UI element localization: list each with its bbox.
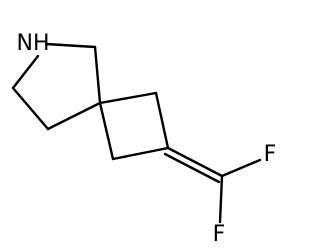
bond-cyclobutane-upper-to-alkene-carbon — [154, 91, 170, 150]
fluorine-lower-label: F — [213, 222, 226, 247]
bond-ch2-lower-to-spiro — [46, 101, 102, 131]
double-bond-line-2 — [163, 152, 221, 184]
bond-spiro-to-cyclobutane-lower — [98, 101, 115, 161]
bond-spiro-to-cyclobutane-upper — [98, 91, 158, 105]
double-bond-line-1 — [166, 146, 224, 178]
bond-cyclobutane-lower-to-alkene-carbon — [111, 146, 170, 161]
bond-ch2-left-to-ch2-lower — [11, 86, 50, 131]
nitrogen-label: NH — [17, 31, 50, 56]
bond-cf2-to-lower-fluorine — [218, 174, 224, 224]
bond-n-to-ch2-left — [11, 54, 40, 90]
molecule-structure-diagram: NH F F — [11, 31, 277, 247]
bond-n-to-ch2-right — [44, 42, 97, 49]
bond-cf2-to-upper-fluorine — [220, 158, 262, 178]
bond-ch2-right-to-spiro — [93, 45, 102, 105]
fluorine-upper-label: F — [264, 142, 277, 167]
